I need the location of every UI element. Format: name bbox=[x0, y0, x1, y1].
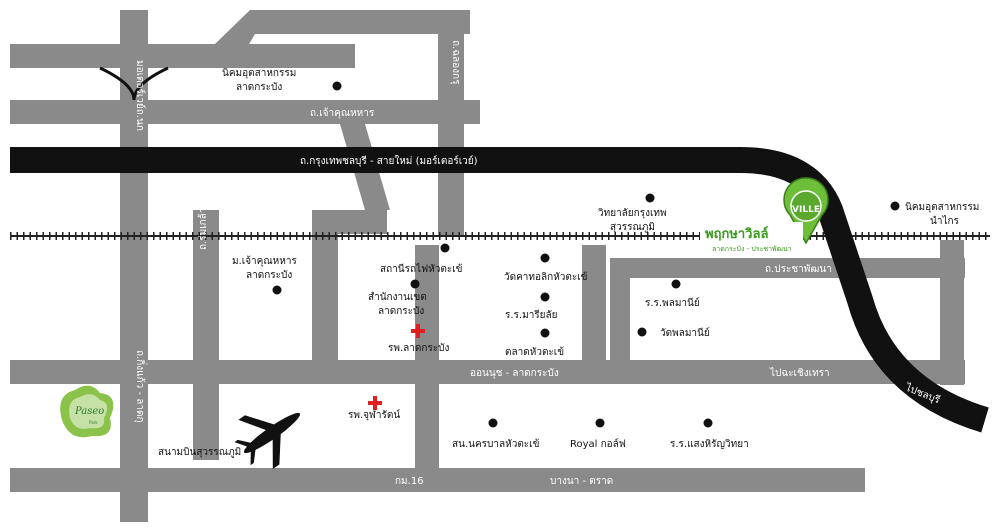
label-bangna-trat: บางนา - ตราด bbox=[550, 476, 613, 487]
pin-logo-text: VILLE bbox=[792, 205, 820, 215]
landmark-dot bbox=[671, 279, 681, 289]
landmark-dot bbox=[703, 418, 713, 428]
motorway-road bbox=[10, 147, 989, 433]
paseo-park-logo: Paseo Park bbox=[60, 385, 114, 438]
paseo-logo-subtext: Park bbox=[89, 420, 98, 425]
label-romklao: ถ.ร่มเกล้า bbox=[197, 208, 209, 250]
landmark-dot bbox=[595, 418, 605, 428]
road-top-diagonal bbox=[215, 10, 470, 68]
landmark-dot bbox=[540, 253, 550, 263]
road-vertical-station bbox=[415, 245, 439, 365]
road-top-horizontal bbox=[10, 44, 355, 68]
label-ring-road: มอเตอร์เวย์ถ.นก bbox=[134, 60, 146, 131]
landmark-dot bbox=[332, 81, 342, 91]
landmark-dot bbox=[410, 279, 420, 289]
road-mid-stub bbox=[312, 210, 387, 234]
landmark-label: วิทยาลัยกรุงเทพ bbox=[598, 208, 667, 219]
landmark-label: วัดคาทอลิกหัวตะเข้ bbox=[504, 271, 588, 283]
landmark-label: Royal กอล์ฟ bbox=[570, 438, 626, 450]
landmark-label: สุวรรณภูมิ bbox=[610, 222, 655, 233]
landmark-label: ร.ร.แสงหิรัญวิทยา bbox=[670, 439, 749, 450]
label-chalongkrung: ถ.ฉลองกรุ bbox=[450, 40, 461, 85]
landmark-label: ร.ร.มารียลัย bbox=[505, 309, 558, 321]
project-label-bg bbox=[700, 222, 803, 256]
landmark-label: ร.ร.พลมานีย์ bbox=[645, 297, 700, 309]
road-pracha-phatthana bbox=[610, 258, 965, 278]
road-bangna-trat bbox=[10, 468, 865, 492]
location-pin-icon: VILLE bbox=[783, 177, 829, 245]
landmark-dot bbox=[440, 243, 450, 253]
landmark-label: สถานีรถไฟหัวตะเข้ bbox=[380, 263, 462, 275]
landmark-label: วัดพลมานีย์ bbox=[660, 327, 710, 339]
road-vertical-hospital bbox=[415, 384, 439, 468]
road-onnut-latkrabang bbox=[10, 360, 965, 384]
landmark-dot bbox=[488, 418, 498, 428]
hospital-label: รพ.จุฬารัตน์ bbox=[348, 409, 400, 421]
road-chaokhunthahan bbox=[10, 100, 480, 124]
airplane-icon bbox=[234, 412, 301, 470]
label-to-chachoengsao: ไปฉะเชิงเทรา bbox=[769, 367, 830, 379]
landmark-dot bbox=[890, 201, 900, 211]
paseo-logo-text: Paseo bbox=[74, 406, 104, 417]
road-vertical-romklao bbox=[193, 210, 219, 460]
project-name: พฤกษาวิลล์ bbox=[705, 226, 768, 242]
landmark-label: นำไกร bbox=[930, 215, 960, 227]
label-kingkaew: ถ.กิ่งแก้ว - ลาดกุ bbox=[134, 350, 148, 423]
motorway: ถ.กรุงเทพชลบุรี - สายใหม่ (มอร์เตอร์เวย์… bbox=[10, 147, 989, 433]
landmark-label: นิคมอุตสาหกรรม bbox=[905, 202, 979, 213]
airport-label: สนามบินสุวรรณภูมิ bbox=[158, 447, 241, 458]
landmark-label: ลาดกระบัง bbox=[236, 82, 282, 93]
landmark-label: สน.นครบาลหัวตะเข้ bbox=[452, 438, 539, 450]
landmark-label: นิคมอุตสาหกรรม bbox=[222, 68, 296, 79]
landmark-label: ตลาดหัวตะเข้ bbox=[505, 346, 564, 358]
landmarks: นิคมอุตสาหกรรม ลาดกระบัง วิทยาลัยกรุงเทพ… bbox=[222, 68, 979, 450]
label-chaokhunthahan: ถ.เจ้าคุณหหาร bbox=[310, 107, 375, 119]
label-onnut-latkrabang: ออนนุช - ลาดกระบัง bbox=[470, 368, 559, 379]
landmark-dot bbox=[540, 328, 550, 338]
interchange-curve-2 bbox=[132, 66, 169, 101]
landmark-label: ลาดกระบัง bbox=[378, 306, 424, 317]
road-network bbox=[10, 10, 965, 522]
hospital-label: รพ.ลาดกระบัง bbox=[388, 343, 450, 354]
landmark-label: สำนักงานเขต bbox=[368, 292, 427, 303]
landmark-label: ม.เจ้าคุณหหาร bbox=[232, 255, 297, 267]
landmark-label: ลาดกระบัง bbox=[246, 270, 292, 281]
landmark-dot bbox=[637, 327, 647, 337]
road-vertical-school bbox=[582, 245, 606, 365]
hospital-icon bbox=[411, 324, 425, 338]
label-km16: กม.16 bbox=[395, 476, 424, 487]
landmark-dot bbox=[645, 193, 655, 203]
landmark-dot bbox=[540, 292, 550, 302]
landmark-dot bbox=[272, 285, 282, 295]
road-chalongkrung bbox=[438, 10, 464, 235]
hospital-icon bbox=[368, 396, 382, 410]
motorway-label: ถ.กรุงเทพชลบุรี - สายใหม่ (มอร์เตอร์เวย์… bbox=[300, 155, 478, 167]
project-subtitle: ลาดกระบัง - ประชาพัฒนา bbox=[712, 245, 792, 253]
road-right-loop-west bbox=[610, 258, 630, 368]
label-pracha-phatthana: ถ.ประชาพัฒนา bbox=[765, 264, 832, 275]
